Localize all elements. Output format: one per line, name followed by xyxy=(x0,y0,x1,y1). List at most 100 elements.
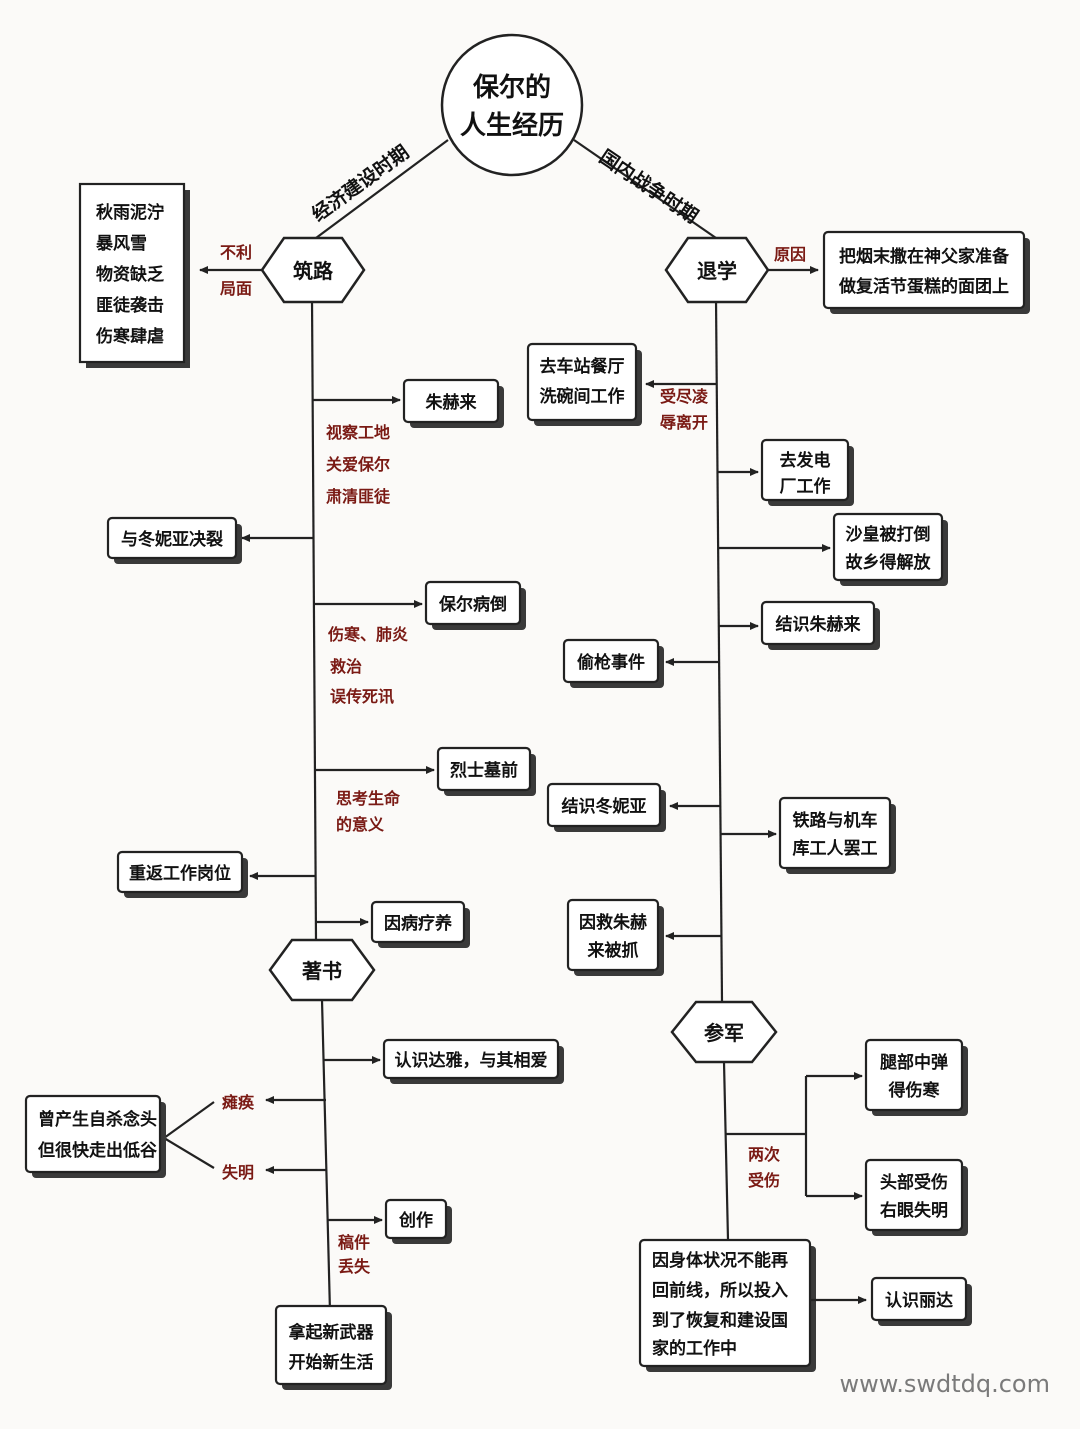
box-lida: 认识丽达 xyxy=(870,1276,972,1326)
hex-zhushu: 著书 xyxy=(268,938,376,1002)
unfav-item-4: 匪徒袭击 xyxy=(96,295,164,316)
box-dongniya: 与冬妮亚决裂 xyxy=(106,516,242,564)
unfav-item-1: 秋雨泥泞 xyxy=(96,202,164,223)
box-bingdao: 保尔病倒 xyxy=(424,580,526,630)
huifu-line1: 因身体状况不能再 xyxy=(652,1250,788,1271)
left-period-line xyxy=(315,139,449,239)
tanhuan-label: 瘫痪 xyxy=(222,1093,255,1112)
box-chongfan: 重返工作岗位 xyxy=(116,850,248,898)
canting-line2: 洗碗间工作 xyxy=(540,386,625,407)
unfav-item-3: 物资缺乏 xyxy=(96,264,164,285)
lingru-line2: 辱离开 xyxy=(660,413,708,432)
toubu-line2: 右眼失明 xyxy=(880,1200,948,1221)
lingru-line1: 受尽凌 xyxy=(660,387,709,406)
shahuang-line1: 沙皇被打倒 xyxy=(846,524,931,545)
box-beizhua: 因救朱赫 来被抓 xyxy=(566,898,664,976)
box-xinwuqi: 拿起新武器 开始新生活 xyxy=(274,1304,392,1390)
jieshidong-text: 结识冬妮亚 xyxy=(562,796,647,817)
box-tielu: 铁路与机车 库工人罢工 xyxy=(778,796,896,874)
hex-zhulu: 筑路 xyxy=(260,236,366,304)
box-liaoyang: 因病疗养 xyxy=(370,900,470,948)
tielu-line2: 库工人罢工 xyxy=(793,838,878,859)
yuanyin-line1: 把烟末撒在神父家准备 xyxy=(839,246,1010,267)
bingdao-note-2: 救治 xyxy=(330,657,362,676)
canting-line1: 去车站餐厅 xyxy=(540,356,625,377)
box-daya: 认识达雅，与其相爱 xyxy=(382,1038,564,1084)
gaojian-line2: 丢失 xyxy=(338,1257,371,1276)
box-tuibu: 腿部中弹 得伤寒 xyxy=(864,1038,968,1116)
jieshizhu-text: 结识朱赫来 xyxy=(776,614,862,635)
zhuhelai-note-2: 关爱保尔 xyxy=(326,455,390,474)
hex-zhulu-label: 筑路 xyxy=(293,259,334,283)
box-huifu: 因身体状况不能再 回前线，所以投入 到了恢复和建设国 家的工作中 xyxy=(638,1238,816,1372)
hex-tuixue-label: 退学 xyxy=(697,259,737,283)
center-node: 保尔的 人生经历 xyxy=(440,33,584,177)
mu-note-2: 的意义 xyxy=(336,815,384,834)
daya-text: 认识达雅，与其相爱 xyxy=(395,1050,548,1071)
beizhua-line2: 来被抓 xyxy=(587,940,639,961)
yuanyin-label: 原因 xyxy=(774,245,806,264)
right-spine-upper xyxy=(714,297,724,1003)
tielu-line1: 铁路与机车 xyxy=(793,810,878,831)
shahuang-line2: 故乡得解放 xyxy=(846,552,932,573)
left-spine-upper xyxy=(310,297,318,941)
gaojian-line1: 稿件 xyxy=(338,1233,370,1252)
touqiang-text: 偷枪事件 xyxy=(577,652,645,673)
liaoyang-text: 因病疗养 xyxy=(384,913,453,934)
xinwuqi-line1: 拿起新武器 xyxy=(288,1322,375,1343)
box-zhuhelai: 朱赫来 xyxy=(402,378,504,428)
zhuhelai-note-1: 视察工地 xyxy=(326,423,390,442)
box-chuangzuo: 创作 xyxy=(384,1198,452,1244)
fadian-line2: 厂工作 xyxy=(780,476,831,497)
box-fadian: 去发电 厂工作 xyxy=(760,438,854,506)
hex-zhushu-label: 著书 xyxy=(302,959,342,983)
zisha-line1: 曾产生自杀念头 xyxy=(38,1109,157,1130)
zisha-line2: 但很快走出低谷 xyxy=(38,1140,158,1161)
zhuhelai-note-3: 肃清匪徒 xyxy=(326,487,391,506)
left-spine-lower xyxy=(320,999,332,1313)
right-spine-lower xyxy=(722,1061,730,1241)
hex-tuixue: 退学 xyxy=(664,236,770,304)
period-economic-label: 经济建设时期 xyxy=(307,140,413,226)
box-unfav: 秋雨泥泞 暴风雪 物资缺乏 匪徒袭击 伤寒肆虐 xyxy=(78,182,190,368)
unfav-item-5: 伤寒肆虐 xyxy=(95,326,164,347)
bingdao-note-1: 伤寒、肺炎 xyxy=(327,625,408,644)
liangci-line1: 两次 xyxy=(748,1145,780,1164)
chongfan-text: 重返工作岗位 xyxy=(129,863,231,884)
chuangzuo-text: 创作 xyxy=(398,1210,433,1231)
fadian-line1: 去发电 xyxy=(780,450,831,471)
watermark: www.swdtdq.com xyxy=(840,1370,1050,1398)
huifu-line2: 回前线，所以投入 xyxy=(652,1280,788,1301)
center-title-line1: 保尔的 xyxy=(472,72,551,103)
unfav-label-1: 不利 xyxy=(220,243,252,262)
box-canting: 去车站餐厅 洗碗间工作 xyxy=(526,342,642,426)
toubu-line1: 头部受伤 xyxy=(880,1172,948,1193)
right-period-line xyxy=(573,139,717,239)
bingdao-text: 保尔病倒 xyxy=(438,594,507,615)
huifu-line3: 到了恢复和建设国 xyxy=(652,1310,788,1331)
xinwuqi-line2: 开始新生活 xyxy=(289,1352,374,1373)
huifu-line4: 家的工作中 xyxy=(652,1338,737,1359)
tuibu-line1: 腿部中弹 xyxy=(880,1052,948,1073)
lida-text: 认识丽达 xyxy=(885,1290,953,1311)
mu-text: 烈士墓前 xyxy=(450,760,518,781)
period-civil-war-label: 国内战争时期 xyxy=(595,145,702,228)
zhuhelai-text: 朱赫来 xyxy=(426,392,478,413)
bingdao-note-3: 误传死讯 xyxy=(330,687,394,706)
box-shahuang: 沙皇被打倒 故乡得解放 xyxy=(832,512,948,586)
bracket-zisha xyxy=(162,1101,215,1169)
hex-canjun: 参军 xyxy=(670,1000,778,1064)
liangci-line2: 受伤 xyxy=(748,1171,780,1190)
box-mu: 烈士墓前 xyxy=(436,746,536,796)
box-jieshizhu: 结识朱赫来 xyxy=(760,600,880,650)
shiming-label: 失明 xyxy=(222,1163,254,1182)
tuibu-line2: 得伤寒 xyxy=(888,1080,940,1101)
unfav-label-2: 局面 xyxy=(220,279,252,298)
center-title-line2: 人生经历 xyxy=(460,110,564,141)
box-jieshidong: 结识冬妮亚 xyxy=(546,782,666,832)
unfav-item-2: 暴风雪 xyxy=(95,234,147,254)
yuanyin-line2: 做复活节蛋糕的面团上 xyxy=(838,276,1009,297)
hex-canjun-label: 参军 xyxy=(704,1021,744,1045)
box-yuanyin: 把烟末撒在神父家准备 做复活节蛋糕的面团上 xyxy=(822,230,1030,314)
